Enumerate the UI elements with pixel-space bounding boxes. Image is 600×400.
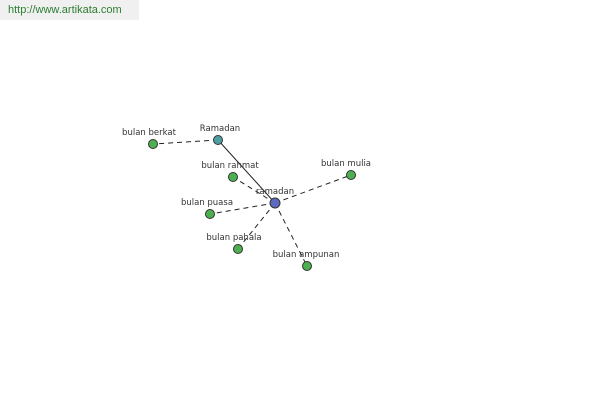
node-label-mulia[interactable]: bulan mulia [321, 159, 371, 169]
edge-center-root [217, 139, 276, 204]
node-label-puasa[interactable]: bulan puasa [181, 198, 233, 208]
edge-center-puasa [209, 202, 276, 215]
node-label-root[interactable]: Ramadan [200, 124, 240, 134]
labels-layer: ramadan Ramadan bulan berkat bulan rahmat bu… [122, 124, 371, 260]
node-label-rahmat[interactable]: bulan rahmat [201, 161, 259, 171]
node-label-center[interactable]: ramadan [256, 187, 294, 197]
edge-root-berkat [152, 139, 219, 145]
edge-center-ampunan [274, 202, 308, 267]
node-rahmat[interactable] [228, 172, 238, 182]
node-pahala[interactable] [233, 244, 243, 254]
edge-center-pahala [237, 202, 276, 250]
node-ampunan[interactable] [302, 261, 312, 271]
node-center[interactable] [269, 197, 281, 209]
node-puasa[interactable] [205, 209, 215, 219]
edges-layer [152, 139, 352, 267]
site-url-banner[interactable]: http://www.artikata.com [0, 0, 139, 20]
node-mulia[interactable] [346, 170, 356, 180]
node-root[interactable] [213, 135, 223, 145]
nodes-layer [148, 135, 356, 271]
node-label-berkat[interactable]: bulan berkat [122, 128, 177, 138]
edge-center-mulia [274, 174, 352, 204]
node-berkat[interactable] [148, 139, 158, 149]
node-label-pahala[interactable]: bulan pahala [206, 233, 261, 243]
node-label-ampunan[interactable]: bulan ampunan [273, 250, 340, 260]
